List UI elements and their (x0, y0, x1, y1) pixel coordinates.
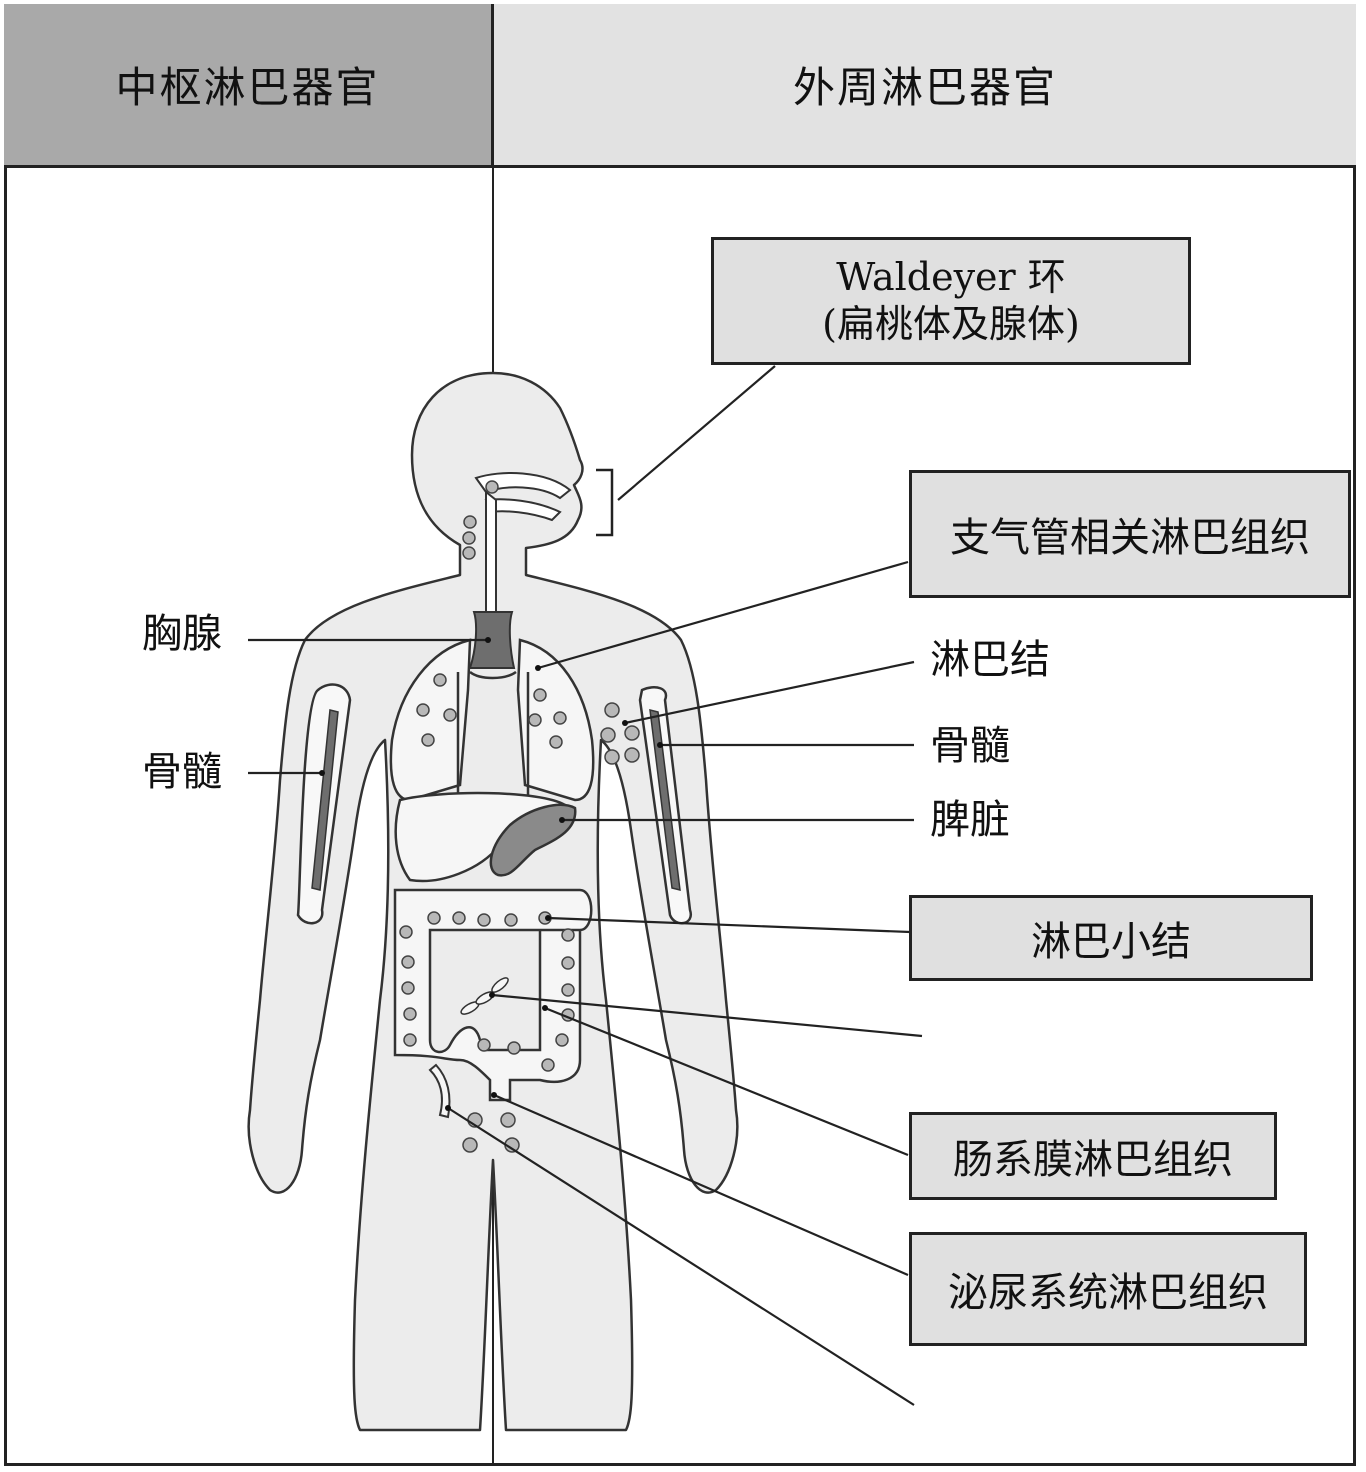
bone-marrow-label-left: 骨髓 (142, 749, 222, 795)
waldeyer-bracket (596, 468, 614, 537)
thymus-label: 胸腺 (142, 611, 222, 657)
central-header-text: 中枢淋巴器官 (115, 63, 380, 112)
spleen-label: 脾脏 (930, 797, 1010, 843)
urinary-tube (428, 1063, 451, 1119)
intestines (393, 888, 593, 1102)
bone-marrow-strips (311, 709, 681, 891)
urinary-lymph-tissue-box: 泌尿系统淋巴组织 (909, 1232, 1307, 1346)
spleen-organ (489, 803, 577, 877)
balt-box: 支气管相关淋巴组织 (909, 470, 1351, 598)
thymus-organ (468, 611, 516, 669)
lymph-nodules-box: 淋巴小结 (909, 895, 1313, 981)
bone-marrow-label-right: 骨髓 (930, 723, 1010, 769)
mesenteric-lymph-tissue-box: 肠系膜淋巴组织 (909, 1112, 1277, 1200)
balt-label: 支气管相关淋巴组织 (950, 515, 1310, 561)
waldeyer-ring-title: Waldeyer 环 (836, 254, 1066, 299)
urinary-lymph-tissue-label: 泌尿系统淋巴组织 (948, 1270, 1268, 1316)
peripheral-lymphoid-header: 外周淋巴器官 (494, 4, 1356, 168)
central-lymphoid-header: 中枢淋巴器官 (4, 4, 494, 168)
lymph-node-label: 淋巴结 (930, 637, 1050, 683)
peripheral-header-text: 外周淋巴器官 (792, 63, 1057, 112)
waldeyer-ring-subtitle: (扁桃体及腺体) (822, 302, 1080, 346)
mesenteric-lymph-tissue-label: 肠系膜淋巴组织 (953, 1137, 1233, 1183)
waldeyer-ring-box: Waldeyer 环 (扁桃体及腺体) (711, 237, 1191, 365)
lymph-nodules-label: 淋巴小结 (1031, 919, 1191, 965)
airway (474, 472, 572, 613)
leader-lines (248, 365, 923, 1406)
leader-endpoints (319, 637, 663, 1111)
